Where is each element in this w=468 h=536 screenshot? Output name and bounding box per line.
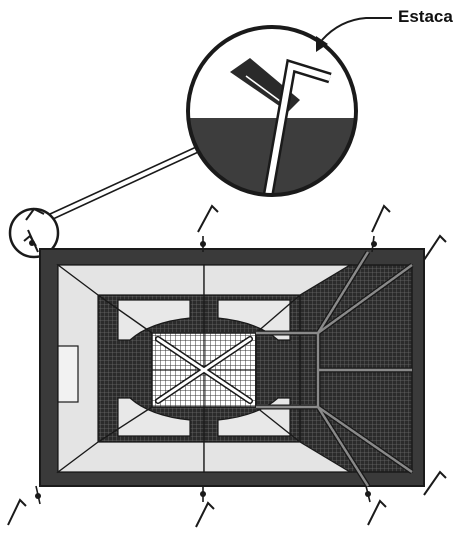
zoom-source-circle xyxy=(8,207,60,259)
stake-bottom-right xyxy=(367,499,387,526)
stake-far-bottom-right xyxy=(423,470,447,496)
stake-bottom-center xyxy=(195,501,215,528)
stake-label: Estaca xyxy=(398,7,453,26)
stake-far-right xyxy=(423,234,447,261)
door-panel xyxy=(57,345,79,403)
stake-bottom-left xyxy=(7,498,27,526)
tent-top-view xyxy=(39,248,425,488)
stake-icon xyxy=(262,58,332,195)
callout-arrow xyxy=(316,17,392,52)
stake-top-center xyxy=(197,204,219,233)
magnifier-icon xyxy=(186,25,358,197)
leader-line xyxy=(49,136,221,220)
stake-top-right xyxy=(371,204,391,233)
